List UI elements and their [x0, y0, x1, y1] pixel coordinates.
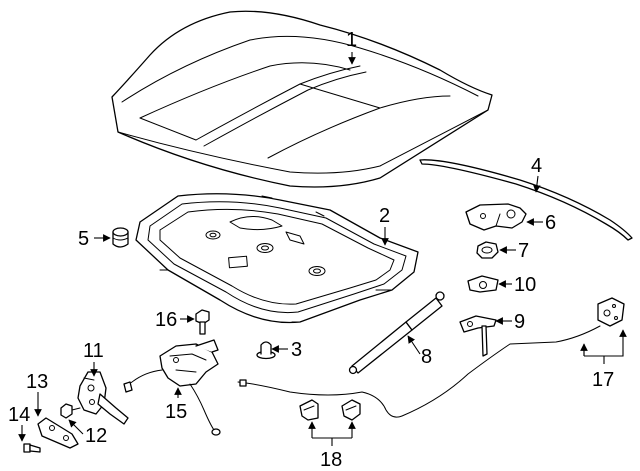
callout-4: 4	[531, 155, 542, 177]
callout-1: 1	[346, 29, 357, 51]
retainer-part[interactable]	[467, 275, 499, 293]
callout-7: 7	[518, 240, 529, 262]
bolt-part[interactable]	[195, 309, 210, 335]
bracket-part[interactable]	[37, 417, 79, 449]
callout-17: 17	[592, 369, 614, 391]
cable-clips-part[interactable]	[299, 399, 361, 421]
callout-11: 11	[83, 340, 104, 362]
callout-16: 16	[155, 309, 177, 331]
callout-9: 9	[514, 311, 525, 333]
weatherstrip-part[interactable]	[419, 159, 633, 241]
callout-13: 13	[26, 371, 48, 393]
callout-5: 5	[78, 228, 89, 250]
push-pin-part[interactable]	[256, 341, 276, 360]
hood-insulator-part[interactable]	[135, 193, 419, 324]
hood-part[interactable]	[111, 10, 493, 188]
callout-6: 6	[545, 212, 556, 234]
callout-leaders	[18, 52, 627, 446]
callout-numbers: 1 2 3 4 5 6 7 8 9 10 11 12 13 14 15 16 1…	[8, 29, 614, 471]
latch-bolt-part[interactable]	[60, 403, 81, 419]
callout-14: 14	[8, 404, 30, 426]
lift-support-part[interactable]	[348, 291, 445, 375]
callout-12: 12	[85, 425, 107, 447]
callout-15: 15	[165, 401, 187, 423]
callout-18: 18	[320, 449, 342, 471]
callout-10: 10	[514, 274, 536, 296]
rivet-part[interactable]	[23, 443, 41, 453]
hood-latch-part[interactable]	[77, 371, 129, 425]
callout-8: 8	[421, 346, 432, 368]
bumper-part[interactable]	[112, 227, 129, 248]
callout-2: 2	[379, 205, 390, 227]
callout-3: 3	[291, 339, 302, 361]
nut-part[interactable]	[476, 241, 499, 259]
hinge-part[interactable]	[465, 203, 527, 231]
release-handle-part[interactable]	[459, 315, 497, 357]
release-cable-part[interactable]	[237, 297, 625, 418]
release-cable-assembly-part[interactable]	[123, 339, 221, 436]
